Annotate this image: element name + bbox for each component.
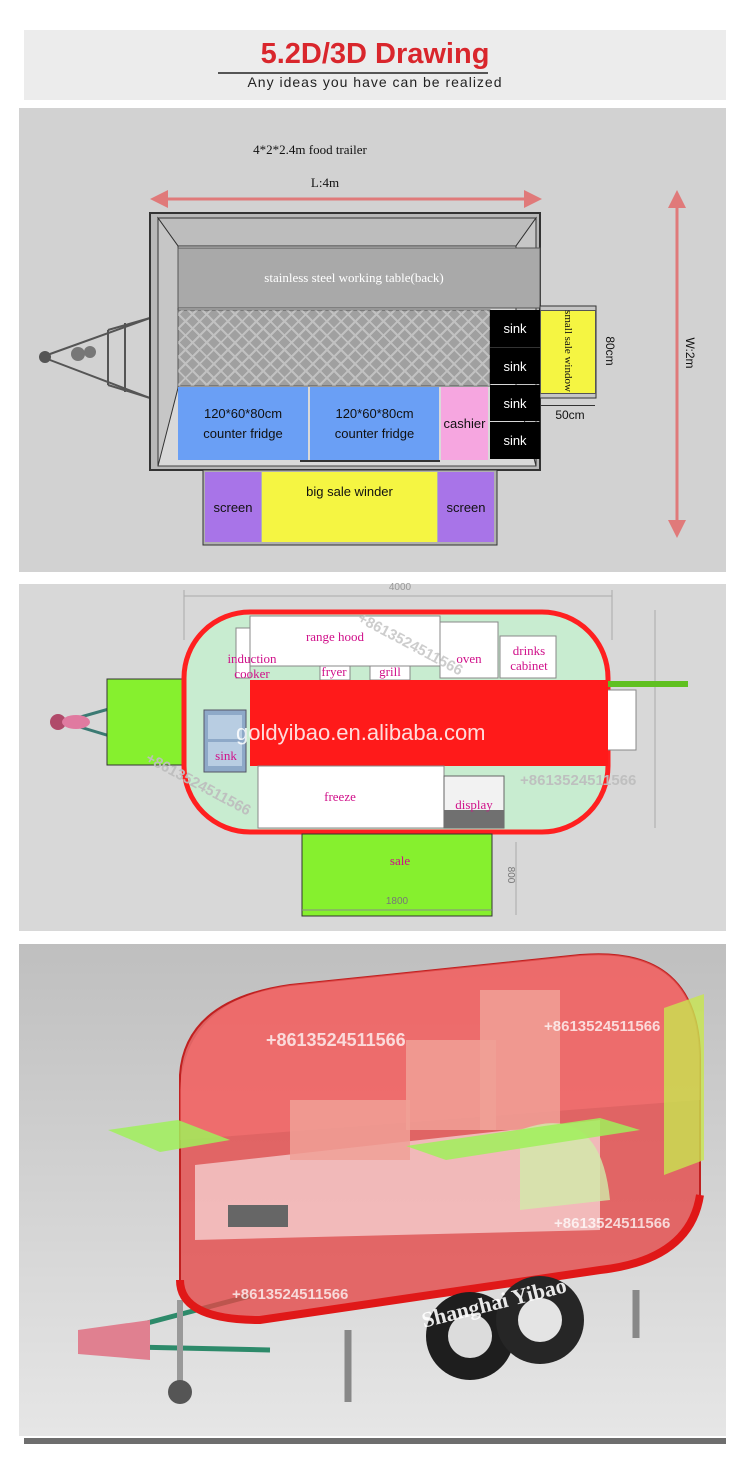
bottom-strip [24,1438,726,1444]
sink-3: sink [490,385,540,421]
grill-label: grill [379,664,401,679]
sink-1: sink [490,310,540,348]
title-underline [218,72,488,74]
header-banner [24,30,726,100]
checker-plate-floor [178,310,490,386]
big-sale-window [262,472,437,542]
render-watermark-1: +8613524511566 [266,1030,406,1050]
range-hood-label: range hood [305,629,365,644]
render-watermark-3: +8613524511566 [554,1215,671,1232]
sink-label: sink [215,748,237,763]
page-title: 5.2D/3D Drawing [260,37,490,70]
render-watermark-2: +8613524511566 [544,1018,661,1035]
counter-fridge-2: 120*60*80cm counter fridge [310,387,439,460]
dim-50cm: 50cm [555,408,585,422]
dim-50cm-line [541,405,595,406]
plan-caption: 4*2*2.4m food trailer [253,142,367,157]
small-sale-window [540,310,596,394]
drinks-cabinet-label: drinks cabinet [510,643,548,673]
sale-label: sale [389,853,411,868]
fryer-label: fryer [321,664,347,679]
display-label: display [455,797,493,812]
counter-fridge-1: 120*60*80cm counter fridge [178,387,308,460]
big-sale-window-label: big sale winder [306,483,393,499]
induction-cooker-label: induction cooker [227,651,277,681]
sink-4: sink [490,422,540,459]
length-label: L:4m [310,175,340,190]
screen-right: screen [438,472,494,542]
sink-2: sink [490,348,540,384]
render-watermark-4: +8613524511566 [232,1286,349,1303]
oven-label: oven [456,651,482,666]
back-working-table: stainless steel working table(back) [264,270,444,285]
dim-1800: 1800 [385,895,409,907]
watermark-url: goldyibao.en.alibaba.com [236,720,486,745]
page-subtitle: Any ideas you have can be realized [247,74,503,90]
screen-left: screen [205,472,261,542]
dim-4000: 4000 [388,581,412,593]
freeze-label: freeze [324,789,356,804]
cashier: cashier [441,387,488,460]
watermark-phone-right: +8613524511566 [520,772,637,789]
